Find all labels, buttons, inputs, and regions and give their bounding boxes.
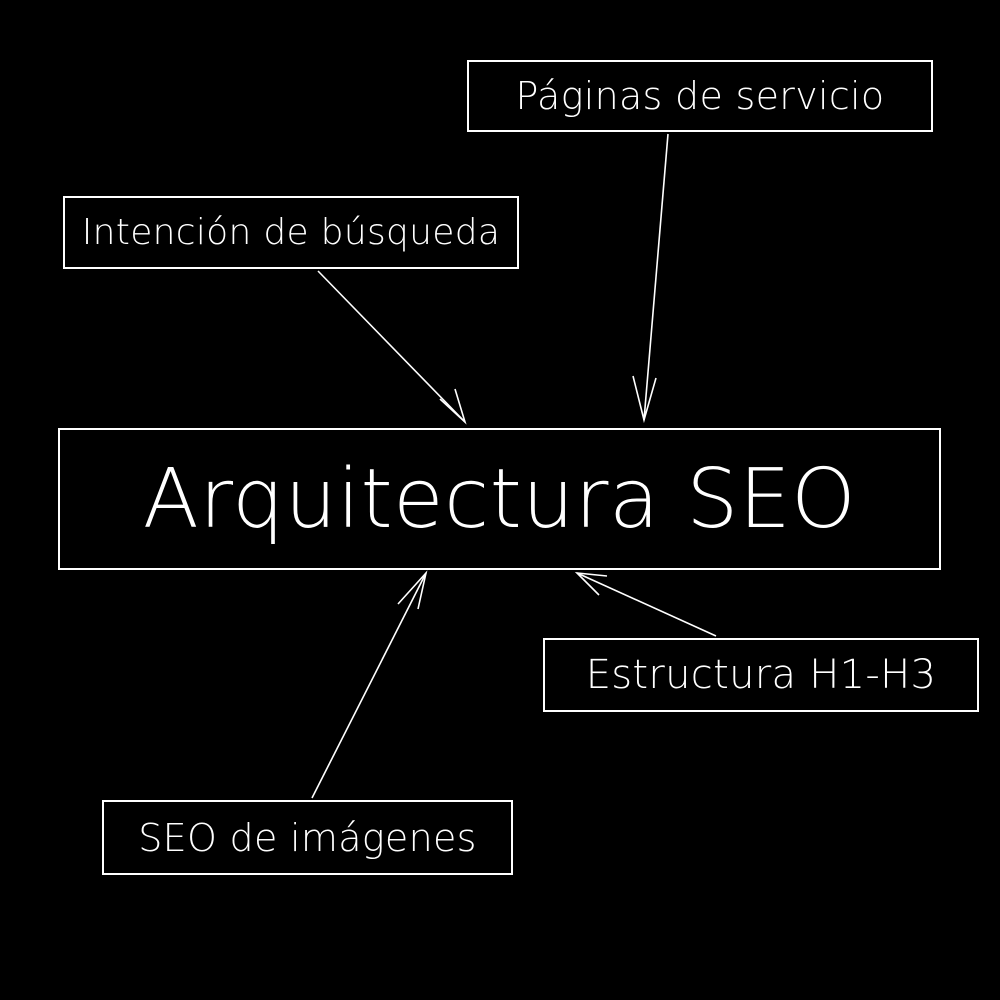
arrow-paginas-to-central (632, 133, 669, 424)
central-node-arquitectura-seo: Arquitectura SEO (58, 428, 941, 570)
node-label: SEO de imágenes (138, 815, 477, 860)
node-label: Intención de búsqueda (81, 212, 501, 253)
node-estructura-h1-h3: Estructura H1-H3 (543, 638, 979, 712)
node-seo-de-imagenes: SEO de imágenes (102, 800, 513, 875)
arrow-estructura-to-central (574, 571, 717, 637)
arrow-imagenes-to-central (311, 570, 428, 799)
arrow-intencion-to-central (317, 270, 467, 425)
central-node-label: Arquitectura SEO (142, 451, 857, 547)
node-paginas-de-servicio: Páginas de servicio (467, 60, 933, 132)
node-intencion-de-busqueda: Intención de búsqueda (63, 196, 519, 269)
node-label: Estructura H1-H3 (585, 652, 937, 698)
node-label: Páginas de servicio (515, 74, 885, 118)
